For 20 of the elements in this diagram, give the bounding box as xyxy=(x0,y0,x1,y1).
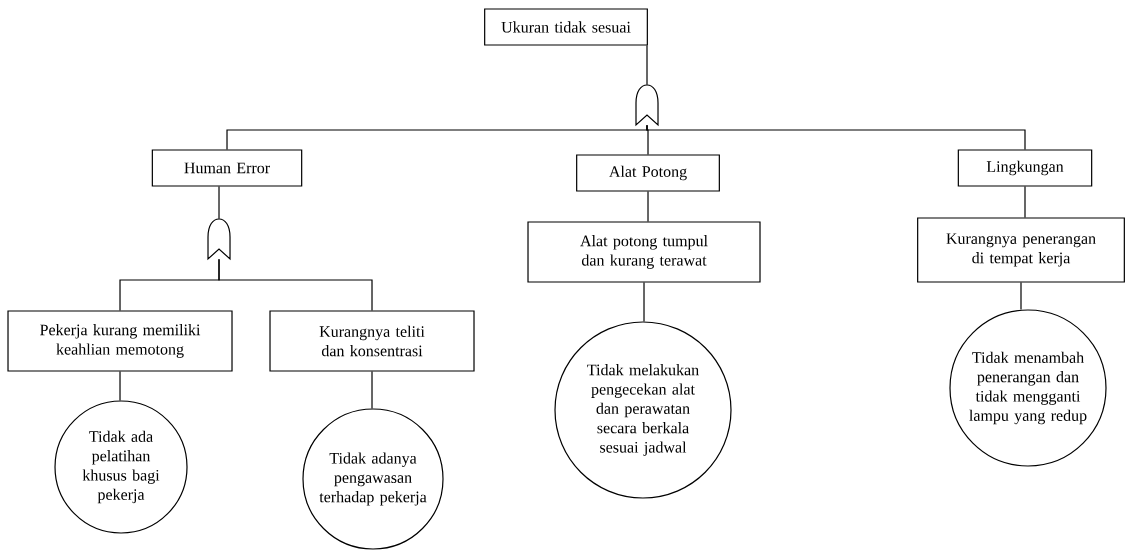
event-box: Lingkungan xyxy=(957,149,1093,187)
connector-line xyxy=(643,282,645,322)
event-box: Alat Potong xyxy=(576,154,720,192)
connector-line xyxy=(646,124,1026,150)
connector-line xyxy=(646,45,648,86)
connector-line xyxy=(218,258,373,311)
connector-line xyxy=(1024,186,1026,218)
event-box: Alat potong tumpul dan kurang terawat xyxy=(527,221,761,283)
event-box: Kurangnya penerangan di tempat kerja xyxy=(917,217,1125,283)
or-gate xyxy=(207,218,231,260)
event-box: Pekerja kurang memiliki keahlian memotong xyxy=(7,310,233,372)
event-box: Kurangnya teliti dan konsentrasi xyxy=(269,310,475,372)
event-box: Ukuran tidak sesuai xyxy=(484,8,648,46)
connector-line xyxy=(647,191,649,222)
connector-line xyxy=(119,371,121,401)
connector-line xyxy=(371,371,373,409)
event-box: Human Error xyxy=(151,149,303,187)
connector-line xyxy=(1020,282,1022,310)
connector-line xyxy=(218,186,220,220)
or-gate xyxy=(635,84,659,126)
